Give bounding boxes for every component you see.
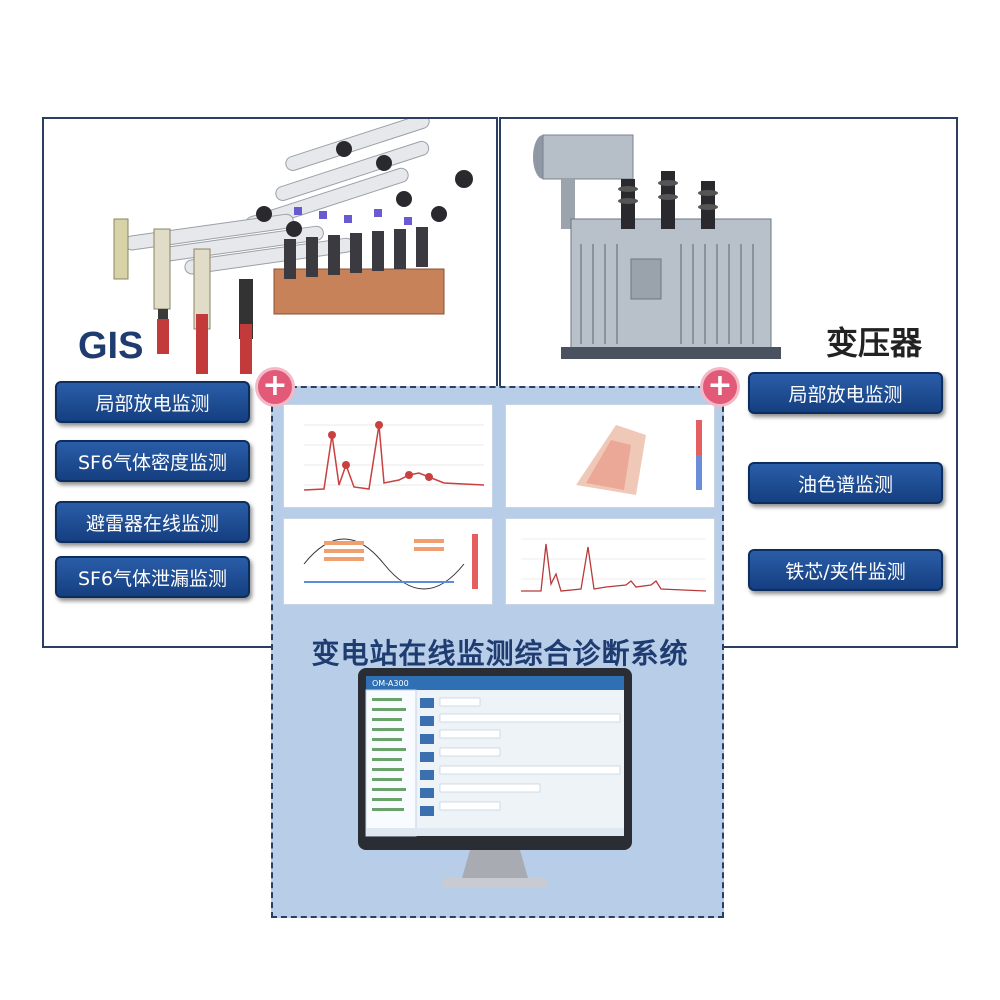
gis-sf6-density-button[interactable]: SF6气体密度监测: [55, 440, 250, 482]
monitor-app-title: OM-A300: [372, 679, 409, 688]
transformer-illustration: [533, 134, 781, 359]
spectrum-chart: [283, 404, 493, 508]
prpd-3d-chart: [505, 404, 715, 508]
gis-sf6-leak-button[interactable]: SF6气体泄漏监测: [55, 556, 250, 598]
transformer-core-clamp-button[interactable]: 铁芯/夹件监测: [748, 549, 943, 591]
prpd-phase-chart: [283, 518, 493, 605]
transformer-partial-discharge-button[interactable]: 局部放电监测: [748, 372, 943, 414]
transformer-title: 变压器: [826, 324, 923, 362]
gis-equipment-illustration: [113, 119, 473, 374]
system-title: 变电站在线监测综合诊断系统: [311, 637, 689, 670]
monitor-illustration: OM-A300: [358, 668, 632, 896]
plus-icon-left: +: [258, 370, 292, 404]
peak-line-chart: [505, 518, 715, 605]
gis-partial-discharge-button[interactable]: 局部放电监测: [55, 381, 250, 423]
gis-arrester-button[interactable]: 避雷器在线监测: [55, 501, 250, 543]
plus-icon-right: +: [703, 370, 737, 404]
system-panel: [271, 386, 724, 918]
gis-title: GIS: [78, 325, 144, 367]
transformer-oil-chromatography-button[interactable]: 油色谱监测: [748, 462, 943, 504]
